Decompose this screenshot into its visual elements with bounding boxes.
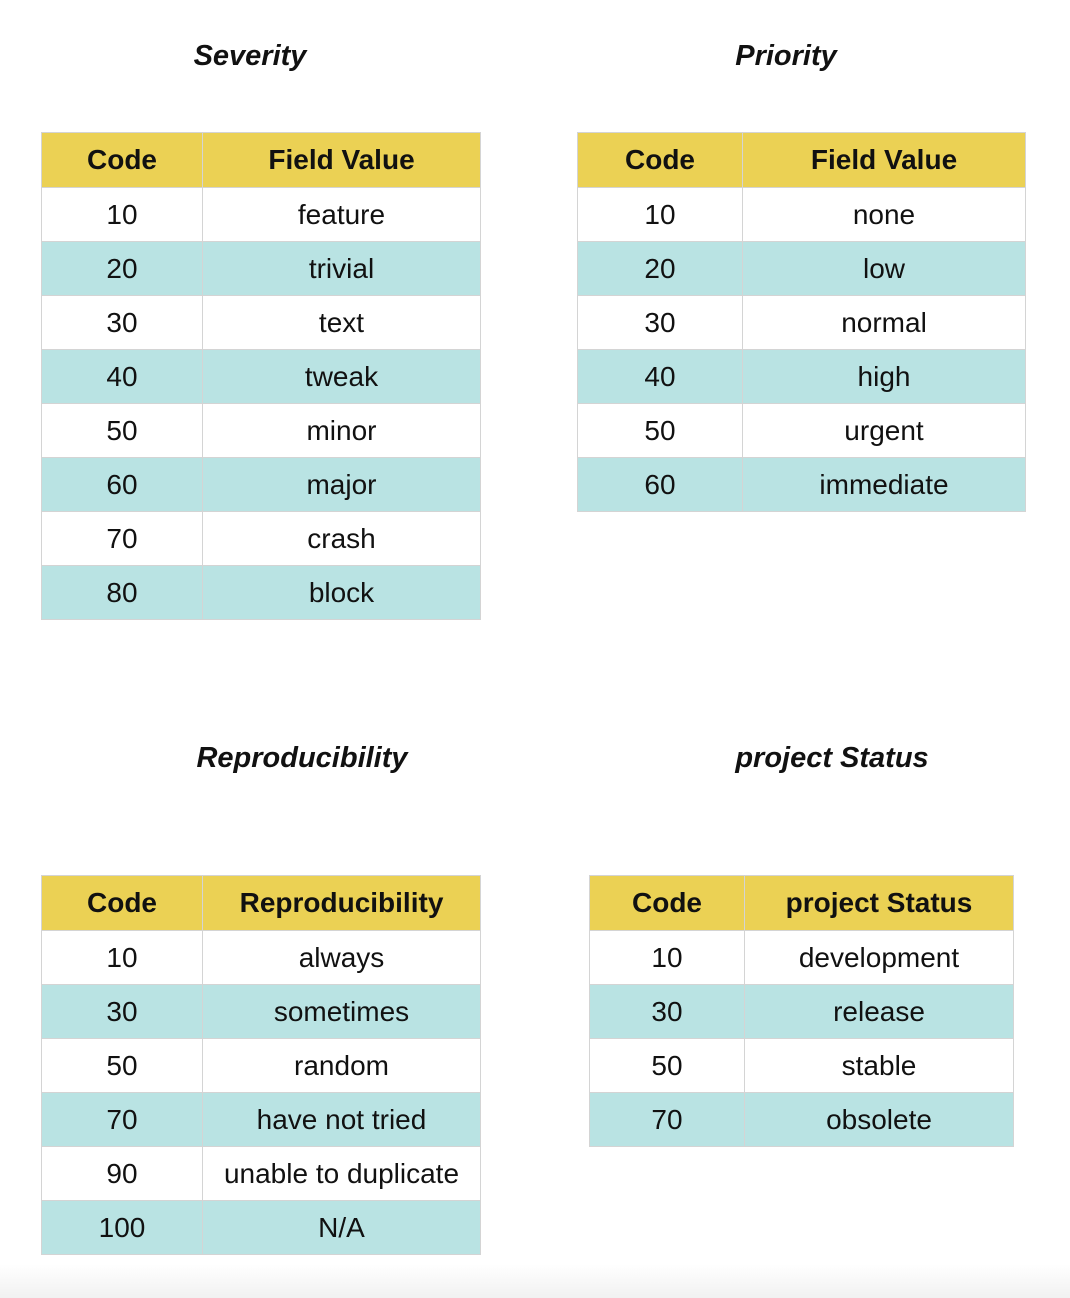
page-bottom-edge <box>0 1264 1070 1298</box>
code-cell: 60 <box>577 457 743 512</box>
value-cell: urgent <box>742 403 1026 458</box>
code-column-header: Code <box>41 875 203 931</box>
code-cell: 10 <box>589 930 745 985</box>
value-cell: low <box>742 241 1026 296</box>
code-cell: 50 <box>41 1038 203 1093</box>
value-cell: major <box>202 457 481 512</box>
table-header-row: Code project Status <box>589 875 1014 931</box>
value-cell: obsolete <box>744 1092 1014 1147</box>
code-cell: 40 <box>41 349 203 404</box>
value-cell: block <box>202 565 481 620</box>
code-cell: 10 <box>41 930 203 985</box>
value-cell: minor <box>202 403 481 458</box>
code-column-header: Code <box>589 875 745 931</box>
code-cell: 50 <box>577 403 743 458</box>
value-cell: random <box>202 1038 481 1093</box>
code-cell: 100 <box>41 1200 203 1255</box>
value-cell: none <box>742 187 1026 242</box>
value-cell: tweak <box>202 349 481 404</box>
field-value-column-header: Field Value <box>742 132 1026 188</box>
code-cell: 70 <box>589 1092 745 1147</box>
value-cell: high <box>742 349 1026 404</box>
code-cell: 10 <box>41 187 203 242</box>
value-cell: stable <box>744 1038 1014 1093</box>
value-cell: text <box>202 295 481 350</box>
severity-title: Severity <box>193 40 307 72</box>
value-cell: immediate <box>742 457 1026 512</box>
table-header-row: Code Field Value <box>41 132 481 188</box>
value-cell: crash <box>202 511 481 566</box>
reproducibility-title: Reproducibility <box>196 742 408 774</box>
code-cell: 30 <box>577 295 743 350</box>
priority-title: Priority <box>735 40 837 72</box>
code-cell: 20 <box>41 241 203 296</box>
code-cell: 60 <box>41 457 203 512</box>
value-cell: have not tried <box>202 1092 481 1147</box>
code-cell: 70 <box>41 511 203 566</box>
value-cell: feature <box>202 187 481 242</box>
value-cell: sometimes <box>202 984 481 1039</box>
code-column-header: Code <box>577 132 743 188</box>
value-cell: trivial <box>202 241 481 296</box>
code-cell: 30 <box>41 984 203 1039</box>
value-cell: N/A <box>202 1200 481 1255</box>
code-column-header: Code <box>41 132 203 188</box>
code-cell: 50 <box>589 1038 745 1093</box>
code-cell: 30 <box>41 295 203 350</box>
value-cell: release <box>744 984 1014 1039</box>
code-cell: 20 <box>577 241 743 296</box>
table-header-row: Code Field Value <box>577 132 1026 188</box>
project-status-title: project Status <box>735 742 929 774</box>
reproducibility-column-header: Reproducibility <box>202 875 481 931</box>
project-status-column-header: project Status <box>744 875 1014 931</box>
table-header-row: Code Reproducibility <box>41 875 481 931</box>
code-cell: 70 <box>41 1092 203 1147</box>
value-cell: development <box>744 930 1014 985</box>
code-cell: 30 <box>589 984 745 1039</box>
value-cell: normal <box>742 295 1026 350</box>
code-cell: 40 <box>577 349 743 404</box>
code-cell: 80 <box>41 565 203 620</box>
code-cell: 50 <box>41 403 203 458</box>
value-cell: unable to duplicate <box>202 1146 481 1201</box>
value-cell: always <box>202 930 481 985</box>
field-value-column-header: Field Value <box>202 132 481 188</box>
code-cell: 10 <box>577 187 743 242</box>
code-cell: 90 <box>41 1146 203 1201</box>
